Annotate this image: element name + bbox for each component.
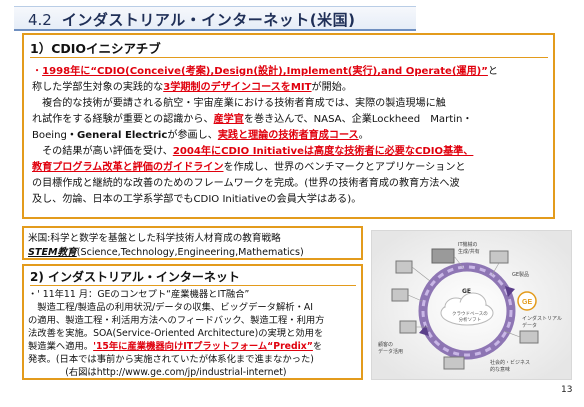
leader-line — [503, 330, 521, 338]
cdio-heading: 1）CDIOイニシアチブ — [30, 41, 161, 56]
device-icon — [519, 330, 539, 344]
leader-line — [407, 294, 423, 302]
stem-line-2: STEM教育(Science,Technology,Engineering,Ma… — [28, 247, 304, 258]
device-icon — [489, 250, 509, 264]
guideline-highlight: 教育プログラム改革と評価のガイドライン — [32, 162, 224, 173]
industrial-internet-diagram: GE GE IT機械の 生成/共有 インダストリアル データ GE製品 顧客の … — [371, 230, 572, 380]
bullet: ・ — [32, 66, 43, 77]
cloud-icon — [440, 292, 494, 326]
cdio-divider — [30, 57, 548, 58]
ge-logo-icon: GE — [517, 291, 537, 311]
svg-text:GE: GE — [522, 299, 532, 306]
cdio-panel: 1）CDIOイニシアチブ ・1998年に“CDIO(Conceive(考案),D… — [22, 33, 555, 219]
leader-line — [411, 266, 431, 282]
leader-line — [453, 255, 465, 270]
industrial-line-1: ・' 11年11 月：GEのコンセプト“産業機器とIT融合” — [28, 289, 250, 300]
stem-label: STEM教育 — [28, 247, 77, 258]
slide-title: 4.2 インダストリアル・インターネット(米国) — [28, 9, 355, 30]
cdio-line-6: その結果が高い評価を受け、2004年にCDIO Initiativeは高度な技術… — [32, 146, 474, 157]
diagram-svg: GE — [372, 231, 571, 379]
section-title: インダストリアル・インターネット(米国) — [61, 11, 356, 29]
practice-theory-highlight: 実践と理論の技術者育成コース — [217, 130, 359, 141]
industrial-line-5: 製造業へ適用。'15年に産業機器向けITプラットフォーム“Predix”を — [28, 341, 323, 352]
jet-engine-icon — [431, 248, 455, 264]
industrial-internet-panel: 2) インダストリアル・インターネット ・' 11年11 月：GEのコンセプト“… — [22, 264, 363, 380]
title-bar: 4.2 インダストリアル・インターネット(米国) — [14, 6, 416, 31]
diagram-center-label: GE — [462, 288, 472, 295]
diagram-label-3: GE製品 — [512, 272, 530, 278]
diagram-label-5: 社会的・ビジネス 的な意味 — [490, 360, 531, 373]
industrial-line-3: の適用、製造工程・利活用方法へのフィードバック、製造工程・利用方 — [28, 315, 325, 326]
industrial-heading: 2) インダストリアル・インターネット — [30, 270, 240, 284]
ring-arrow-icon — [419, 325, 429, 336]
diagram-label-1: IT機械の 生成/共有 — [458, 242, 480, 255]
device-icon — [391, 288, 409, 302]
cdio-line-8: の目標作成と継続的な改善のためのフレームワークを完成。(世界の技術者育成の教育方… — [32, 178, 460, 189]
diagram-center-sub: クラウドベースの 分析ソフト — [452, 312, 488, 323]
page-number: 13 — [561, 385, 573, 395]
device-icon — [395, 260, 413, 274]
industrial-divider — [30, 285, 356, 286]
device-icon — [443, 356, 465, 370]
cdio-line-9: 及し、勿論、日本の工学系学部でもCDIO Initiativeの会員大学はある)… — [32, 194, 362, 205]
cdio-line-7: 教育プログラム改革と評価のガイドラインを作成し、世界のベンチマークとアプリケーシ… — [32, 162, 466, 173]
cdio-line-2: 称した学部生対象の実践的な3学期制のデザインコースをMITが開始。 — [32, 82, 352, 93]
industrial-line-6: 発表。(日本では事前から実施されていたが体系化まで進まなかった) — [28, 354, 314, 365]
text-tail: と — [487, 66, 499, 77]
mit-course-highlight: 3学期制のデザインコースをMIT — [163, 82, 312, 93]
sangakukan-highlight: 産学官 — [213, 114, 244, 125]
cdio-line-4: れ試作をする経験が重要との認識から、産学官を巻き込んで、NASA、企業Lockh… — [32, 114, 473, 125]
ring-arrow-icon — [505, 286, 515, 297]
stem-line-1: 米国:科学と数学を基盤とした科学技術人材育成の教育戦略 — [28, 233, 281, 244]
diagram-label-4: 顧客の データ活用 — [378, 342, 404, 355]
stem-panel: 米国:科学と数学を基盤とした科学技術人材育成の教育戦略 STEM教育(Scien… — [22, 226, 363, 260]
industrial-line-4: 法改善を実施。SOA(Service-Oriented Architecture… — [28, 328, 324, 339]
diagram-label-2: インダストリアル データ — [522, 316, 562, 329]
predix-highlight: '15年に産業機器向けITプラットフォーム“Predix” — [93, 341, 313, 352]
cdio-line-1: ・1998年に“CDIO(Conceive(考案),Design(設計),Imp… — [32, 64, 498, 80]
device-icon — [399, 320, 417, 334]
cdio-line-5: Boeing・General Electricが参画し、実践と理論の技術者育成コ… — [32, 130, 369, 141]
flow-ring-dash — [421, 265, 513, 357]
industrial-line-2: 製造工程/製造品の利用状況/データの収集、ビッグデータ解析・AI — [28, 302, 313, 313]
cdio-2004-highlight: 2004年にCDIO Initiativeは高度な技術者に必要なCDIO基準、 — [172, 146, 474, 157]
leader-line — [491, 262, 500, 276]
section-number: 4.2 — [28, 11, 52, 29]
industrial-line-7: (右図はhttp://www.ge.com/jp/industrial-inte… — [28, 367, 287, 378]
cdio-1998-highlight: 1998年に“CDIO(Conceive(考案),Design(設計),Impl… — [42, 66, 488, 77]
cdio-line-3: 複合的な技術が要請される航空・宇宙産業における技術者育成では、実際の製造現場に触 — [32, 98, 446, 109]
